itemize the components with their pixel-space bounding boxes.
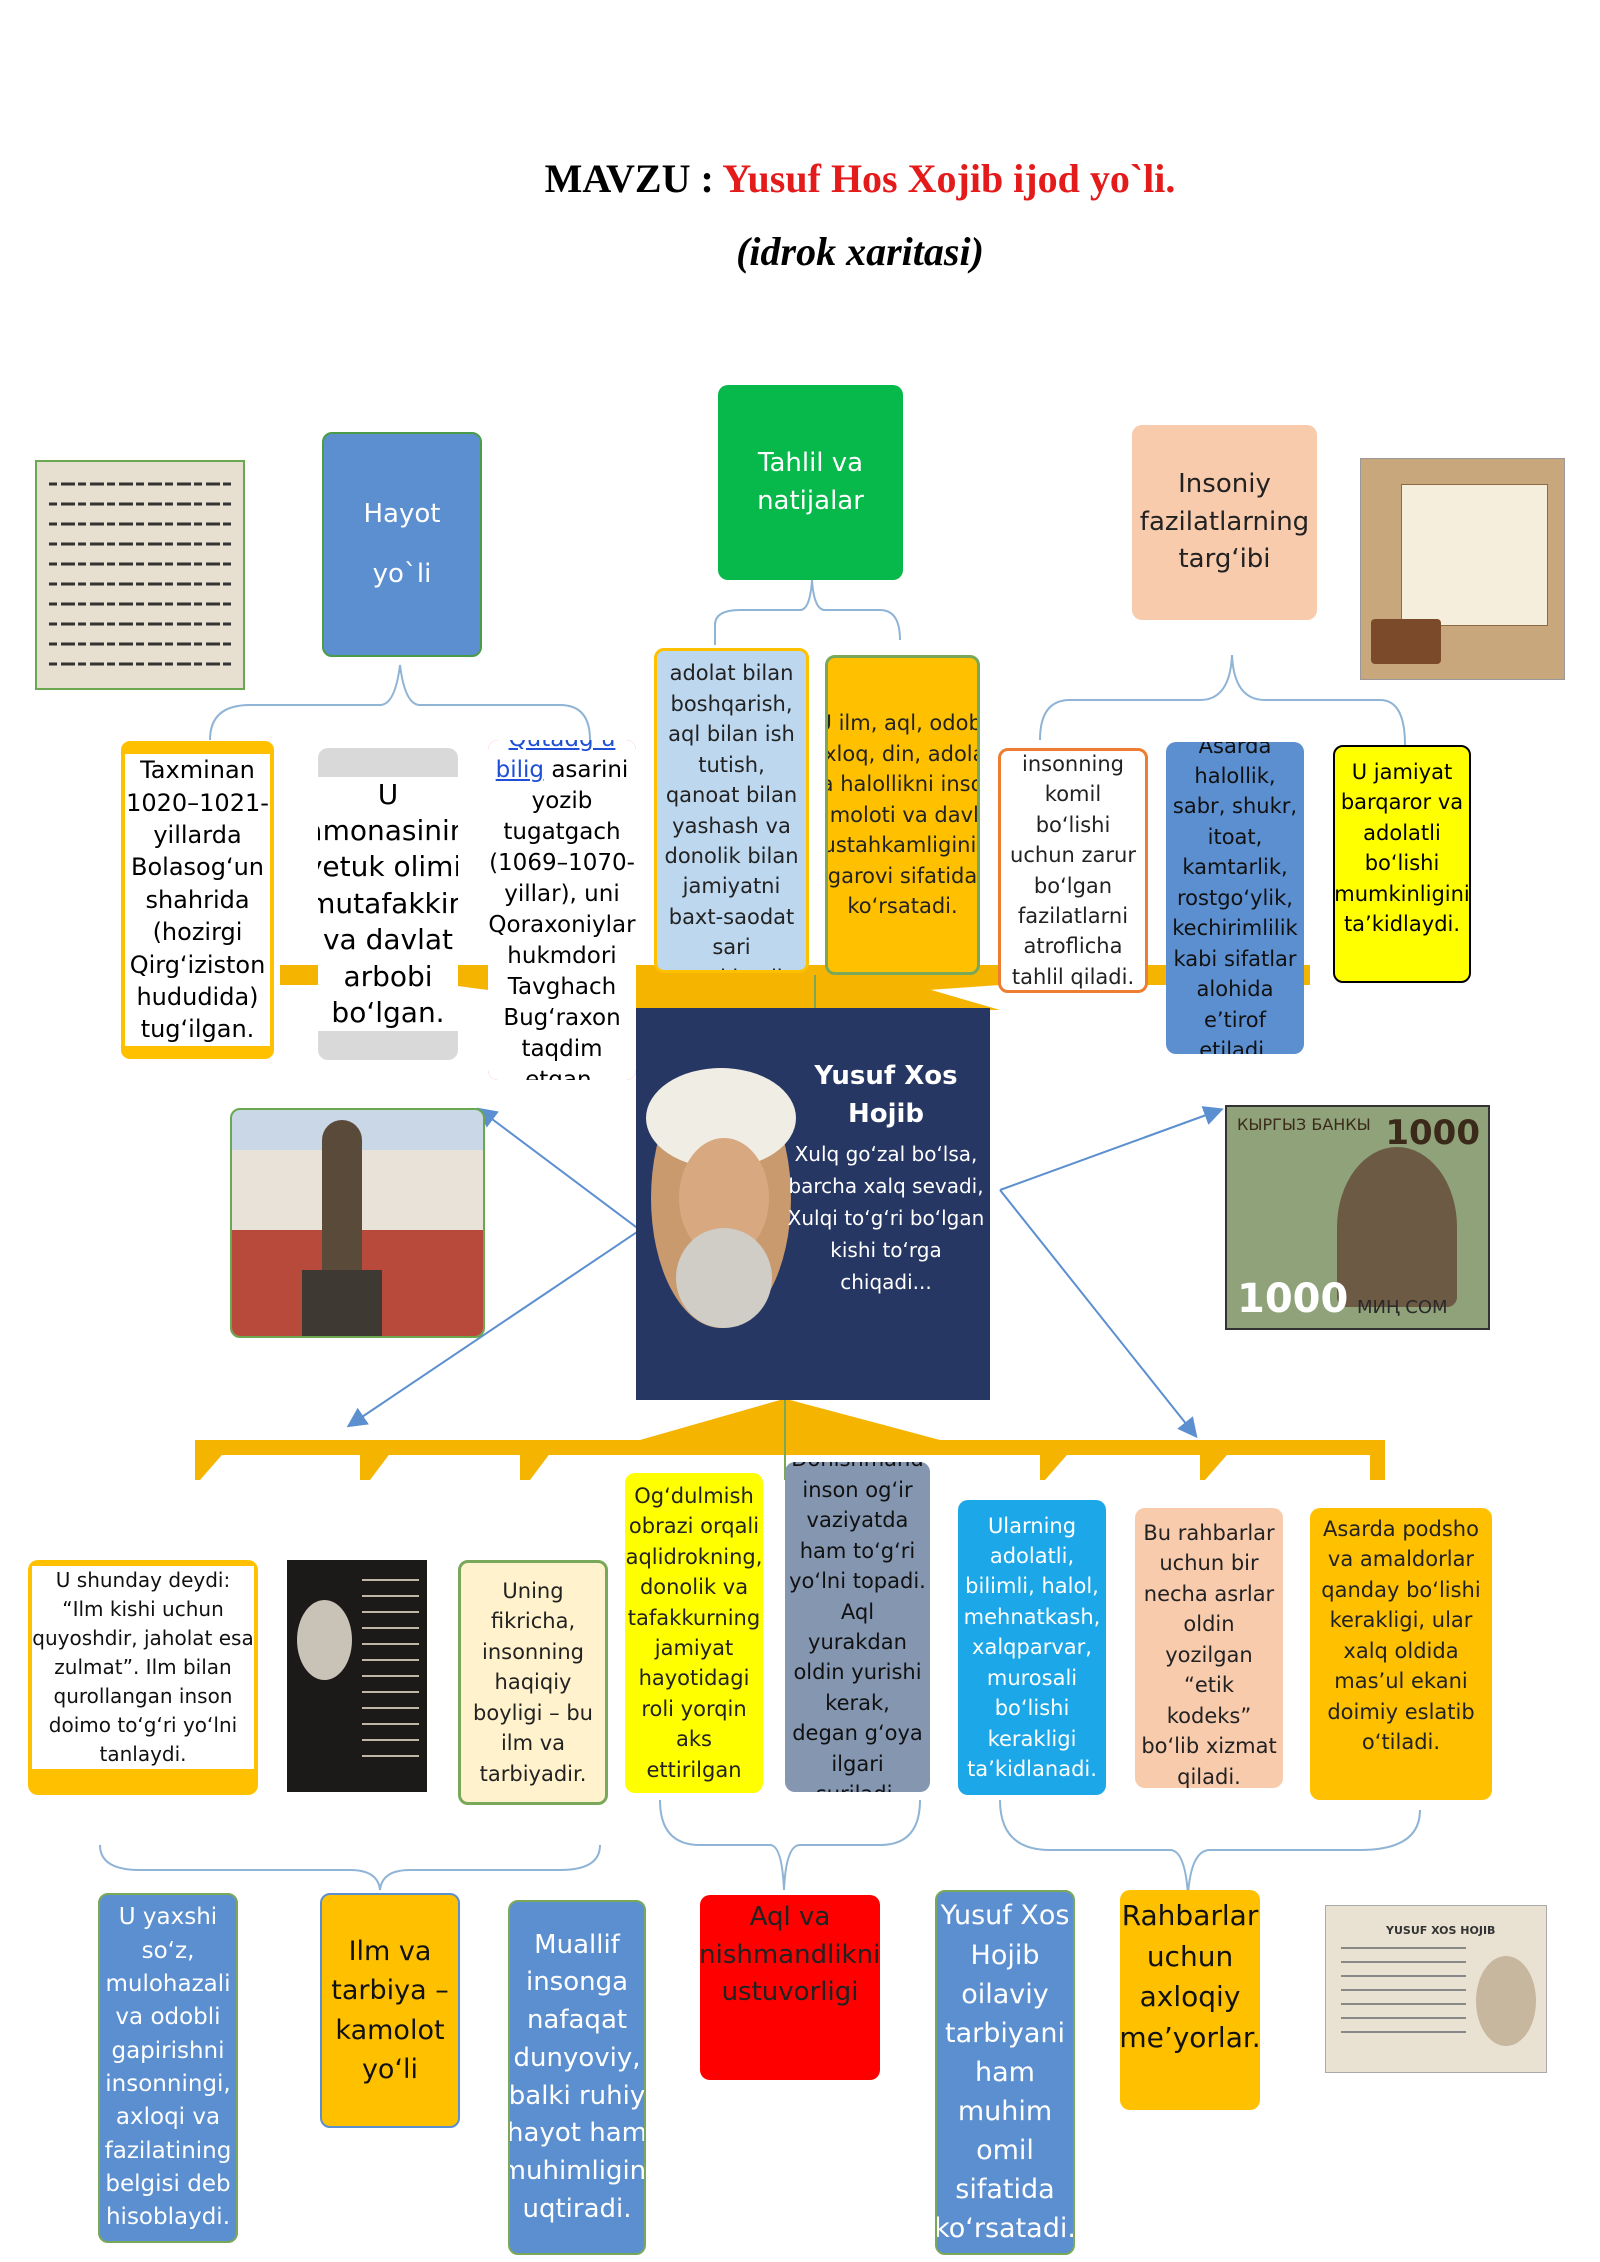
qutadgu-bilig-text: Qutadg‘u bilig asarini yozib tugatgach (… bbox=[488, 740, 636, 1080]
ilm-tarbiya-box: Ilm va tarbiya – kamolot yo‘li bbox=[320, 1893, 460, 2128]
halollik-sabr-text: Asarda halollik, sabr, shukr, itoat, kam… bbox=[1172, 742, 1298, 1054]
rahbar-sifatlari-box: Ularning adolatli, bilimli, halol, mehna… bbox=[958, 1500, 1106, 1795]
ilm-tarbiya-text: Ilm va tarbiya – kamolot yo‘li bbox=[331, 1936, 449, 2085]
donishmand-box: Donishmand inson og‘ir vaziyatda ham to‘… bbox=[785, 1462, 930, 1792]
ilm-quyosh-box: U shunday deydi: “Ilm kishi uchun quyosh… bbox=[28, 1560, 258, 1795]
title-prefix: MAVZU : bbox=[544, 156, 723, 201]
banknote-word: МИҢ СОМ bbox=[1357, 1297, 1448, 1318]
birth-info-text: Taxminan 1020–1021-yillarda Bolasog‘un s… bbox=[125, 754, 270, 1046]
yaxshi-soz-text: U yaxshi so‘z, mulohazali va odobli gapi… bbox=[104, 1904, 232, 2231]
oilaviy-tarbiya-text: Yusuf Xos Hojib oilaviy tarbiyani ham mu… bbox=[935, 1900, 1075, 2245]
jamiyat-barqaror-box: U jamiyat barqaror va adolatli bo‘lishi … bbox=[1333, 745, 1471, 983]
halollik-sabr-box: Asarda halollik, sabr, shukr, itoat, kam… bbox=[1166, 742, 1304, 1054]
aql-donishmandlik-text: Aql va donishmandlikning ustuvorligi bbox=[700, 1902, 880, 2008]
rahbarlar-meyor-text: Rahbarlar uchun axloqiy me’yorlar. bbox=[1120, 1899, 1260, 2054]
top-connector-fan bbox=[640, 975, 1000, 1010]
statue-photo bbox=[230, 1108, 485, 1338]
haqiqiy-boylik-text: Uning fikricha, insonning haqiqiy boylig… bbox=[473, 1578, 593, 1786]
podsho-amaldor-box: Asarda podsho va amaldorlar qanday bo‘li… bbox=[1310, 1508, 1492, 1800]
head-tahlil-natijalar: Tahlil va natijalar bbox=[718, 385, 903, 580]
ilm-quyosh-text: U shunday deydi: “Ilm kishi uchun quyosh… bbox=[32, 1566, 254, 1769]
davlat-adolat-box: Davlatni adolat bilan boshqarish, aql bi… bbox=[654, 648, 809, 973]
rahbar-sifatlari-text: Ularning adolatli, bilimli, halol, mehna… bbox=[963, 1513, 1101, 1782]
bottom-connector-bar bbox=[195, 1440, 1385, 1455]
center-portrait-card: Yusuf Xos Hojib Xulq go‘zal bo‘lsa, barc… bbox=[636, 1008, 990, 1400]
text-portrait-image bbox=[287, 1560, 427, 1792]
bottom-info-card-image: YUSUF XOS HOJIB bbox=[1325, 1905, 1547, 2073]
qutadgu-bilig-rest: asarini yozib tugatgach (1069–1070-yilla… bbox=[488, 756, 636, 1080]
komil-inson-box: insonning komil bo‘lishi uchun zarur bo‘… bbox=[998, 748, 1148, 993]
aql-donishmandlik-box: Aql va donishmandlikning ustuvorligi bbox=[700, 1895, 880, 2080]
etik-kodeks-box: Bu rahbarlar uchun bir necha asrlar oldi… bbox=[1135, 1508, 1283, 1788]
banknote-image: КЫРГЫЗ БАНКЫ 1000 1000 МИҢ СОМ bbox=[1225, 1105, 1490, 1330]
banknote-value: 1000 bbox=[1237, 1276, 1349, 1322]
ogdulmish-box: Og‘dulmish obrazi orqali aqlidrokning, d… bbox=[625, 1473, 763, 1793]
qutadgu-bilig-link[interactable]: Qutadg‘u bilig bbox=[495, 740, 616, 783]
haqiqiy-boylik-box: Uning fikricha, insonning haqiqiy boylig… bbox=[458, 1560, 608, 1805]
scholar-info-text: U zamonasining yetuk olimi, mutafakkiri … bbox=[318, 776, 458, 1032]
qutadgu-bilig-box: Qutadg‘u bilig asarini yozib tugatgach (… bbox=[488, 740, 636, 1080]
head-tahlil-label: Tahlil va natijalar bbox=[757, 448, 864, 516]
title-topic: Yusuf Hos Xojib ijod yo`li. bbox=[722, 156, 1176, 201]
rahbarlar-meyor-box: Rahbarlar uchun axloqiy me’yorlar. bbox=[1120, 1890, 1260, 2110]
etik-kodeks-text: Bu rahbarlar uchun bir necha asrlar oldi… bbox=[1141, 1521, 1277, 1788]
donishmand-text: Donishmand inson og‘ir vaziyatda ham to‘… bbox=[789, 1462, 926, 1792]
head-hayot-label: Hayot yo`li bbox=[363, 498, 441, 589]
podsho-amaldor-text: Asarda podsho va amaldorlar qanday bo‘li… bbox=[1321, 1517, 1481, 1755]
ruhiy-hayot-text: Muallif insonga nafaqat dunyoviy, balki … bbox=[508, 1929, 646, 2224]
manuscript-image bbox=[35, 460, 245, 690]
oilaviy-tarbiya-box: Yusuf Xos Hojib oilaviy tarbiyani ham mu… bbox=[935, 1890, 1075, 2255]
ilm-aql-text: U ilm, aql, odob, axloq, din, adolat va … bbox=[825, 711, 979, 919]
ilm-aql-box: U ilm, aql, odob, axloq, din, adolat va … bbox=[825, 655, 980, 975]
center-name: Yusuf Xos Hojib bbox=[814, 1061, 958, 1129]
portrait-illustration bbox=[646, 1068, 796, 1328]
bottom-card-title: YUSUF XOS HOJIB bbox=[1386, 1924, 1496, 1937]
page-subtitle: (idrok xaritasi) bbox=[736, 229, 984, 274]
center-quote: Xulq go‘zal bo‘lsa, barcha xalq sevadi, … bbox=[787, 1142, 985, 1294]
manuscript-script-lines bbox=[49, 482, 232, 666]
scholar-info-box: U zamonasining yetuk olimi, mutafakkiri … bbox=[318, 748, 458, 1060]
head-insoniy-label: Insoniy fazilatlarning targ‘ibi bbox=[1139, 468, 1310, 575]
bottom-connector-fan bbox=[640, 1400, 940, 1440]
komil-inson-text: insonning komil bo‘lishi uchun zarur bo‘… bbox=[1010, 751, 1136, 989]
banknote-bank-name: КЫРГЫЗ БАНКЫ bbox=[1237, 1115, 1371, 1134]
birth-info-box: Taxminan 1020–1021-yillarda Bolasog‘un s… bbox=[120, 740, 275, 1060]
jamiyat-barqaror-text: U jamiyat barqaror va adolatli bo‘lishi … bbox=[1334, 760, 1470, 937]
book-page-image bbox=[1360, 458, 1565, 680]
head-insoniy-fazilatlar: Insoniy fazilatlarning targ‘ibi bbox=[1132, 425, 1317, 620]
banknote-value-top: 1000 bbox=[1385, 1113, 1480, 1153]
ogdulmish-text: Og‘dulmish obrazi orqali aqlidrokning, d… bbox=[625, 1483, 763, 1782]
yaxshi-soz-box: U yaxshi so‘z, mulohazali va odobli gapi… bbox=[98, 1893, 238, 2243]
ruhiy-hayot-box: Muallif insonga nafaqat dunyoviy, balki … bbox=[508, 1900, 646, 2255]
head-hayot-yoli: Hayot yo`li bbox=[322, 432, 482, 657]
davlat-adolat-text: Davlatni adolat bilan boshqarish, aql bi… bbox=[664, 651, 799, 970]
page-title: MAVZU : Yusuf Hos Xojib ijod yo`li. bbox=[0, 155, 1600, 202]
